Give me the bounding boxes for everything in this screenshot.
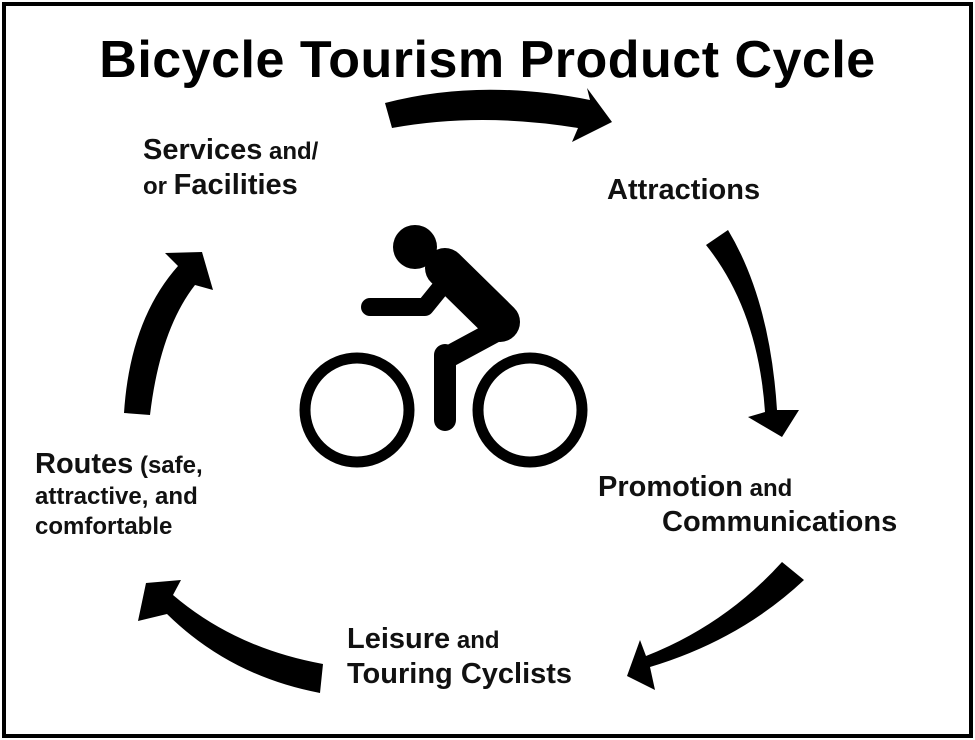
node-label-normal: (safe, (133, 452, 203, 479)
node-label-bold: Communications (662, 505, 898, 538)
node-label-bold: Attractions (607, 174, 761, 206)
node-leisure-touring-cyclists: Leisure and Touring Cyclists (347, 622, 572, 692)
node-label-bold: Touring Cyclists (347, 657, 573, 690)
curved-arrow-down-left-icon (627, 562, 804, 690)
node-label-bold: Routes (35, 448, 134, 480)
node-label-normal: and (743, 475, 793, 502)
node-services-facilities: Services and/ or Facilities (143, 133, 318, 203)
node-routes: Routes (safe, attractive, and comfortabl… (35, 446, 203, 542)
diagram-title: Bicycle Tourism Product Cycle (99, 31, 876, 89)
node-attractions: Attractions (607, 173, 760, 208)
curved-arrow-right-icon (385, 88, 612, 142)
node-label-normal: and/ (262, 138, 319, 165)
curved-arrow-down-icon (706, 230, 799, 437)
node-label-normal: or (143, 172, 174, 200)
node-promotion-communications: Promotion and Communications (598, 470, 897, 540)
node-label-normal: and (450, 627, 500, 654)
node-label-bold: Facilities (173, 168, 298, 201)
node-label-normal: attractive, and (35, 483, 198, 511)
curved-arrow-up-icon (124, 252, 213, 415)
node-label-bold: Leisure (347, 623, 451, 655)
node-label-normal: comfortable (35, 513, 173, 541)
node-label-bold: Services (143, 134, 263, 166)
curved-arrow-up-left-icon (138, 580, 323, 693)
node-label-bold: Promotion (598, 471, 743, 503)
